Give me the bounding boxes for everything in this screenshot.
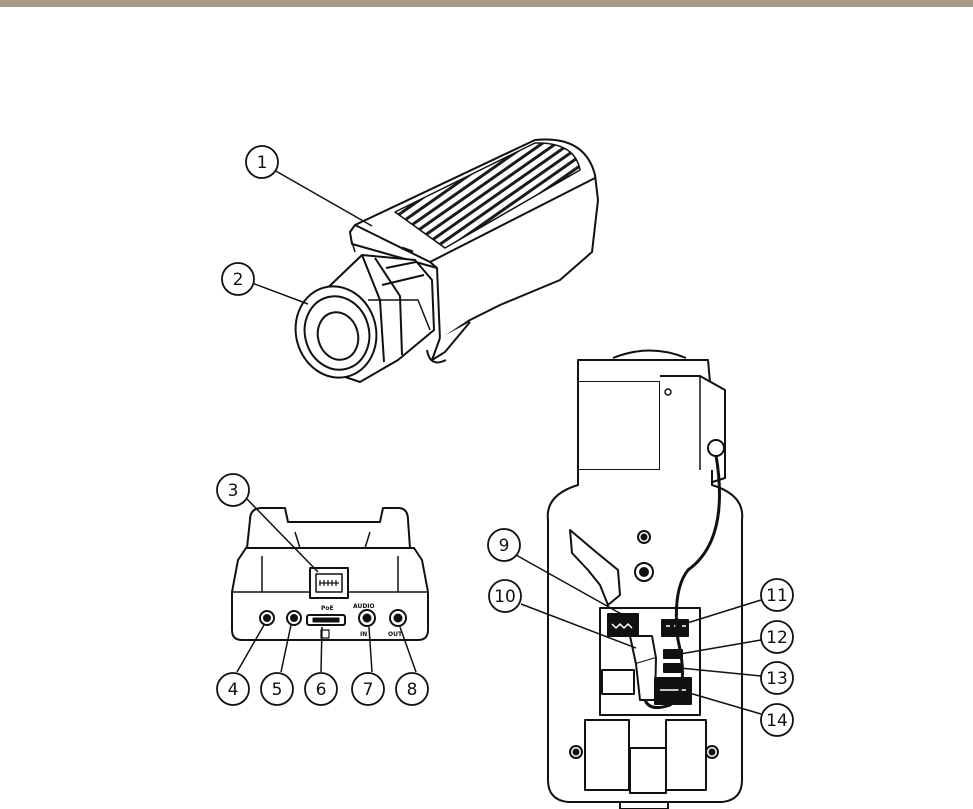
callout-8: 8 — [396, 673, 428, 705]
callout-4: 4 — [217, 673, 249, 705]
camera-bottom-view — [548, 351, 743, 809]
svg-text:11: 11 — [766, 586, 788, 606]
audio-in-label: IN — [360, 631, 367, 638]
callout-5: 5 — [261, 673, 293, 705]
callout-3: 3 — [217, 474, 249, 506]
callout-12: 12 — [761, 621, 793, 653]
svg-text:14: 14 — [766, 711, 788, 731]
svg-text:7: 7 — [363, 680, 374, 700]
callout-6: 6 — [305, 673, 337, 705]
svg-text:12: 12 — [766, 628, 788, 648]
poe-label: PoE — [321, 605, 334, 612]
svg-text:2: 2 — [233, 270, 244, 290]
camera-back-view: PoE AUDIO IN OUT — [232, 508, 428, 640]
svg-text:5: 5 — [272, 680, 283, 700]
callout-2: 2 — [222, 263, 254, 295]
audio-label: AUDIO — [353, 603, 375, 610]
callout-10: 10 — [489, 580, 521, 612]
svg-text:3: 3 — [228, 481, 239, 501]
callout-9: 9 — [488, 529, 520, 561]
camera-front-view — [285, 139, 598, 386]
callout-1: 1 — [246, 146, 278, 178]
callout-7: 7 — [352, 673, 384, 705]
svg-text:8: 8 — [407, 680, 418, 700]
callout-13: 13 — [761, 662, 793, 694]
svg-text:13: 13 — [766, 669, 788, 689]
callout-11: 11 — [761, 579, 793, 611]
svg-text:6: 6 — [316, 680, 327, 700]
audio-out-label: OUT — [388, 631, 403, 638]
svg-text:9: 9 — [499, 536, 510, 556]
svg-text:1: 1 — [257, 153, 268, 173]
svg-text:4: 4 — [228, 680, 239, 700]
svg-text:10: 10 — [494, 587, 516, 607]
callout-14: 14 — [761, 704, 793, 736]
